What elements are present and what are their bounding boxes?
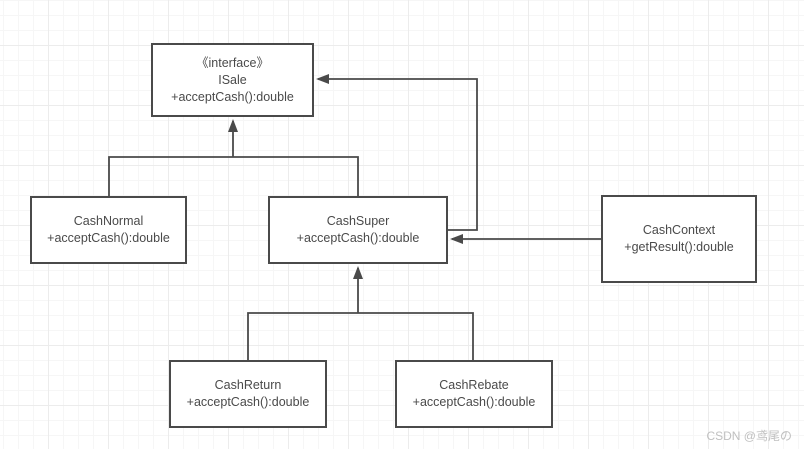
class-member: +acceptCash():double (412, 395, 536, 409)
class-name: CashSuper (326, 214, 390, 228)
class-box-isale: 《interface》 ISale +acceptCash():double (151, 43, 314, 117)
class-name: CashContext (642, 223, 716, 237)
class-member: +acceptCash():double (296, 231, 420, 245)
class-box-cashsuper: CashSuper +acceptCash():double (268, 196, 448, 264)
class-box-cashcontext: CashContext +getResult():double (601, 195, 757, 283)
edge-trunk-cashreturn-cashrebate-to-cashsuper (247, 312, 474, 360)
class-box-cashreturn: CashReturn +acceptCash():double (169, 360, 327, 428)
csdn-watermark: CSDN @鸢尾の (706, 429, 792, 443)
edge-cashsuper-to-isale-right-route (316, 74, 478, 231)
class-stereotype: 《interface》 (196, 55, 269, 70)
class-box-cashrebate: CashRebate +acceptCash():double (395, 360, 553, 428)
class-name: ISale (218, 72, 247, 87)
class-member: +acceptCash():double (171, 89, 294, 104)
class-member: +getResult():double (624, 240, 734, 254)
class-name: CashNormal (73, 214, 144, 228)
class-member: +acceptCash():double (186, 395, 310, 409)
class-box-cashnormal: CashNormal +acceptCash():double (30, 196, 187, 264)
class-member: +acceptCash():double (47, 231, 170, 245)
class-name: CashRebate (439, 378, 509, 392)
class-name: CashReturn (214, 378, 282, 392)
edge-trunk-cashnormal-cashsuper-to-isale (108, 156, 359, 196)
